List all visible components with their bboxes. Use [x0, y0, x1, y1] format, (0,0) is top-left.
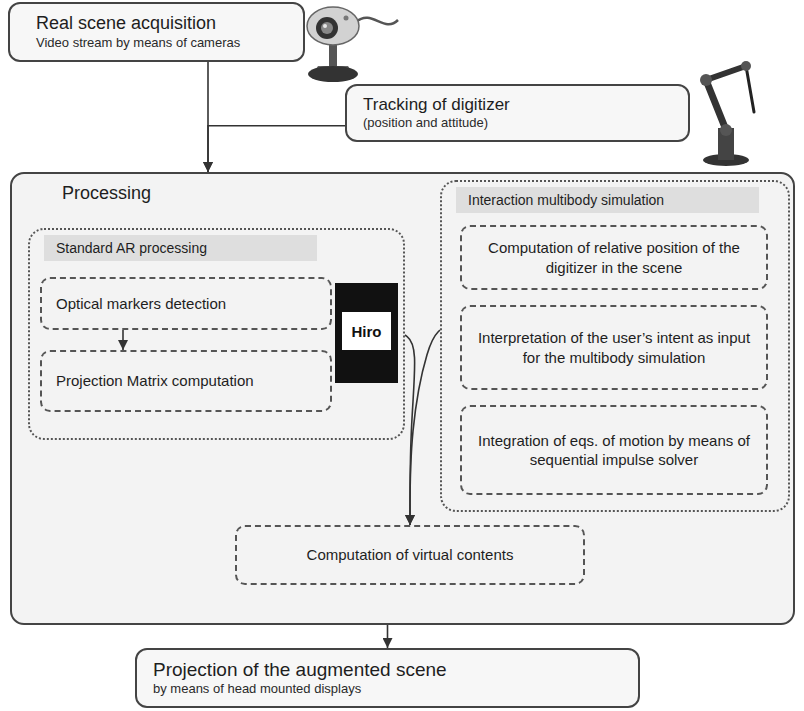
- box-title: Projection of the augmented scene: [153, 658, 447, 682]
- box-title: Tracking of digitizer: [363, 94, 510, 115]
- process-box: Computation of relative position of the …: [460, 225, 768, 290]
- output-box: Projection of the augmented sceneby mean…: [135, 648, 640, 708]
- box-text: Computation of virtual contents: [307, 545, 514, 565]
- input-box: Real scene acquisitionVideo stream by me…: [8, 2, 305, 62]
- box-subtitle: by means of head mounted displays: [153, 681, 361, 698]
- process-box: Integration of eqs. of motion by means o…: [460, 405, 768, 495]
- process-box: Interpretation of the user’s intent as i…: [460, 305, 768, 390]
- process-box: Optical markers detection: [40, 277, 332, 330]
- box-subtitle: (position and attitude): [363, 115, 488, 132]
- label-patch: Hiro: [342, 312, 391, 350]
- ar-marker: [335, 283, 398, 383]
- input-box: Tracking of digitizer(position and attit…: [345, 84, 690, 142]
- box-text: Projection Matrix computation: [56, 371, 254, 391]
- group-box: Interaction multibody simulationComputat…: [440, 180, 790, 512]
- process-box: Projection Matrix computation: [40, 350, 332, 412]
- panel-fill: [11, 173, 794, 624]
- box-text: Computation of relative position of the …: [476, 238, 752, 277]
- flow-arrow: [387, 625, 389, 648]
- flow-arrow: [410, 330, 440, 525]
- marker-text: Hiro: [352, 323, 382, 340]
- box-subtitle: Video stream by means of cameras: [36, 35, 240, 52]
- box-text: Integration of eqs. of motion by means o…: [476, 431, 752, 470]
- group-heading: Interaction multibody simulation: [456, 187, 759, 213]
- processing-box: ProcessingStandard AR processingOptical …: [10, 172, 795, 625]
- box-title: Real scene acquisition: [36, 12, 216, 35]
- webcam-illustration: [307, 7, 398, 82]
- box-text: Optical markers detection: [56, 294, 226, 314]
- flow-arrow: [208, 126, 345, 172]
- digitizer-illustration: [700, 61, 754, 166]
- group-heading: Standard AR processing: [44, 235, 317, 261]
- process-box: Computation of virtual contents: [235, 525, 585, 585]
- flow-arrow: [122, 330, 124, 350]
- box-text: Interpretation of the user’s intent as i…: [476, 328, 752, 367]
